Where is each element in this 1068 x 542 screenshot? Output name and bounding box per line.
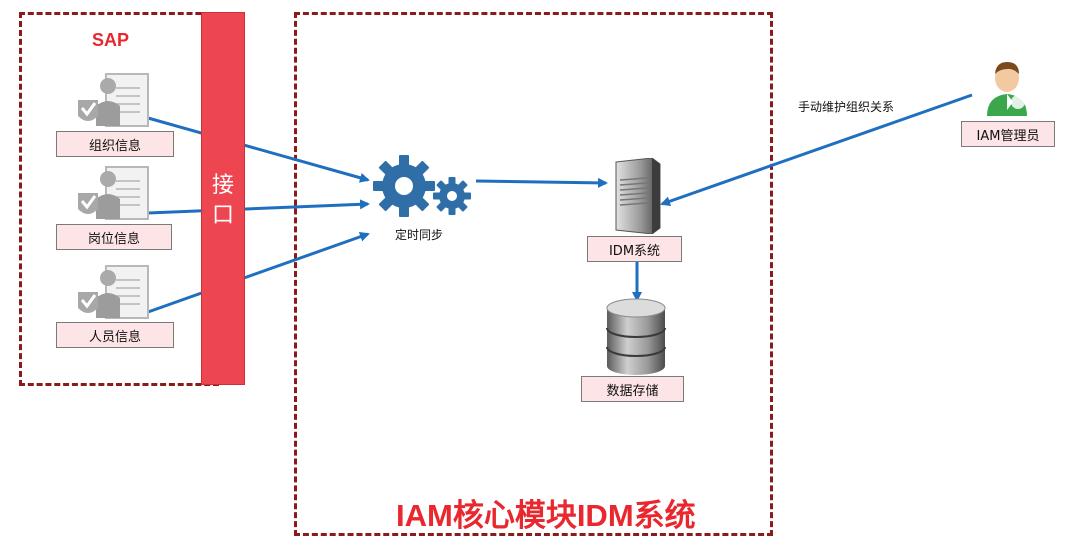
- arrow-org-to-sync: [147, 116, 370, 183]
- idm-system-label: IDM系统: [587, 236, 682, 262]
- interface-bar: 接口: [201, 12, 245, 385]
- post-info-label: 岗位信息: [56, 224, 172, 250]
- data-storage-label: 数据存储: [581, 376, 684, 402]
- sap-title: SAP: [92, 30, 130, 50]
- interface-label: 接口: [211, 173, 234, 228]
- person-info-label: 人员信息: [56, 322, 174, 348]
- document-icon: [78, 265, 149, 319]
- document-icon: [78, 166, 149, 220]
- database-icon: [606, 298, 666, 375]
- iam-admin-label: IAM管理员: [961, 121, 1055, 147]
- arrow-sync-to-idm: [475, 177, 608, 188]
- admin-user-icon: [987, 62, 1027, 116]
- iam-core-region: [294, 12, 773, 536]
- core-module-title: IAM核心模块IDM系统: [396, 498, 696, 533]
- org-info-label: 组织信息: [56, 131, 174, 157]
- arrow-admin-to-idm: [660, 93, 973, 207]
- admin-action-label: 手动维护组织关系: [798, 100, 895, 114]
- sync-label: 定时同步: [395, 228, 444, 242]
- document-icon: [78, 73, 149, 127]
- arrow-post-to-sync: [147, 199, 370, 215]
- arrow-person-to-sync: [147, 231, 370, 314]
- server-icon: [615, 158, 661, 234]
- gear-icon: [373, 155, 471, 217]
